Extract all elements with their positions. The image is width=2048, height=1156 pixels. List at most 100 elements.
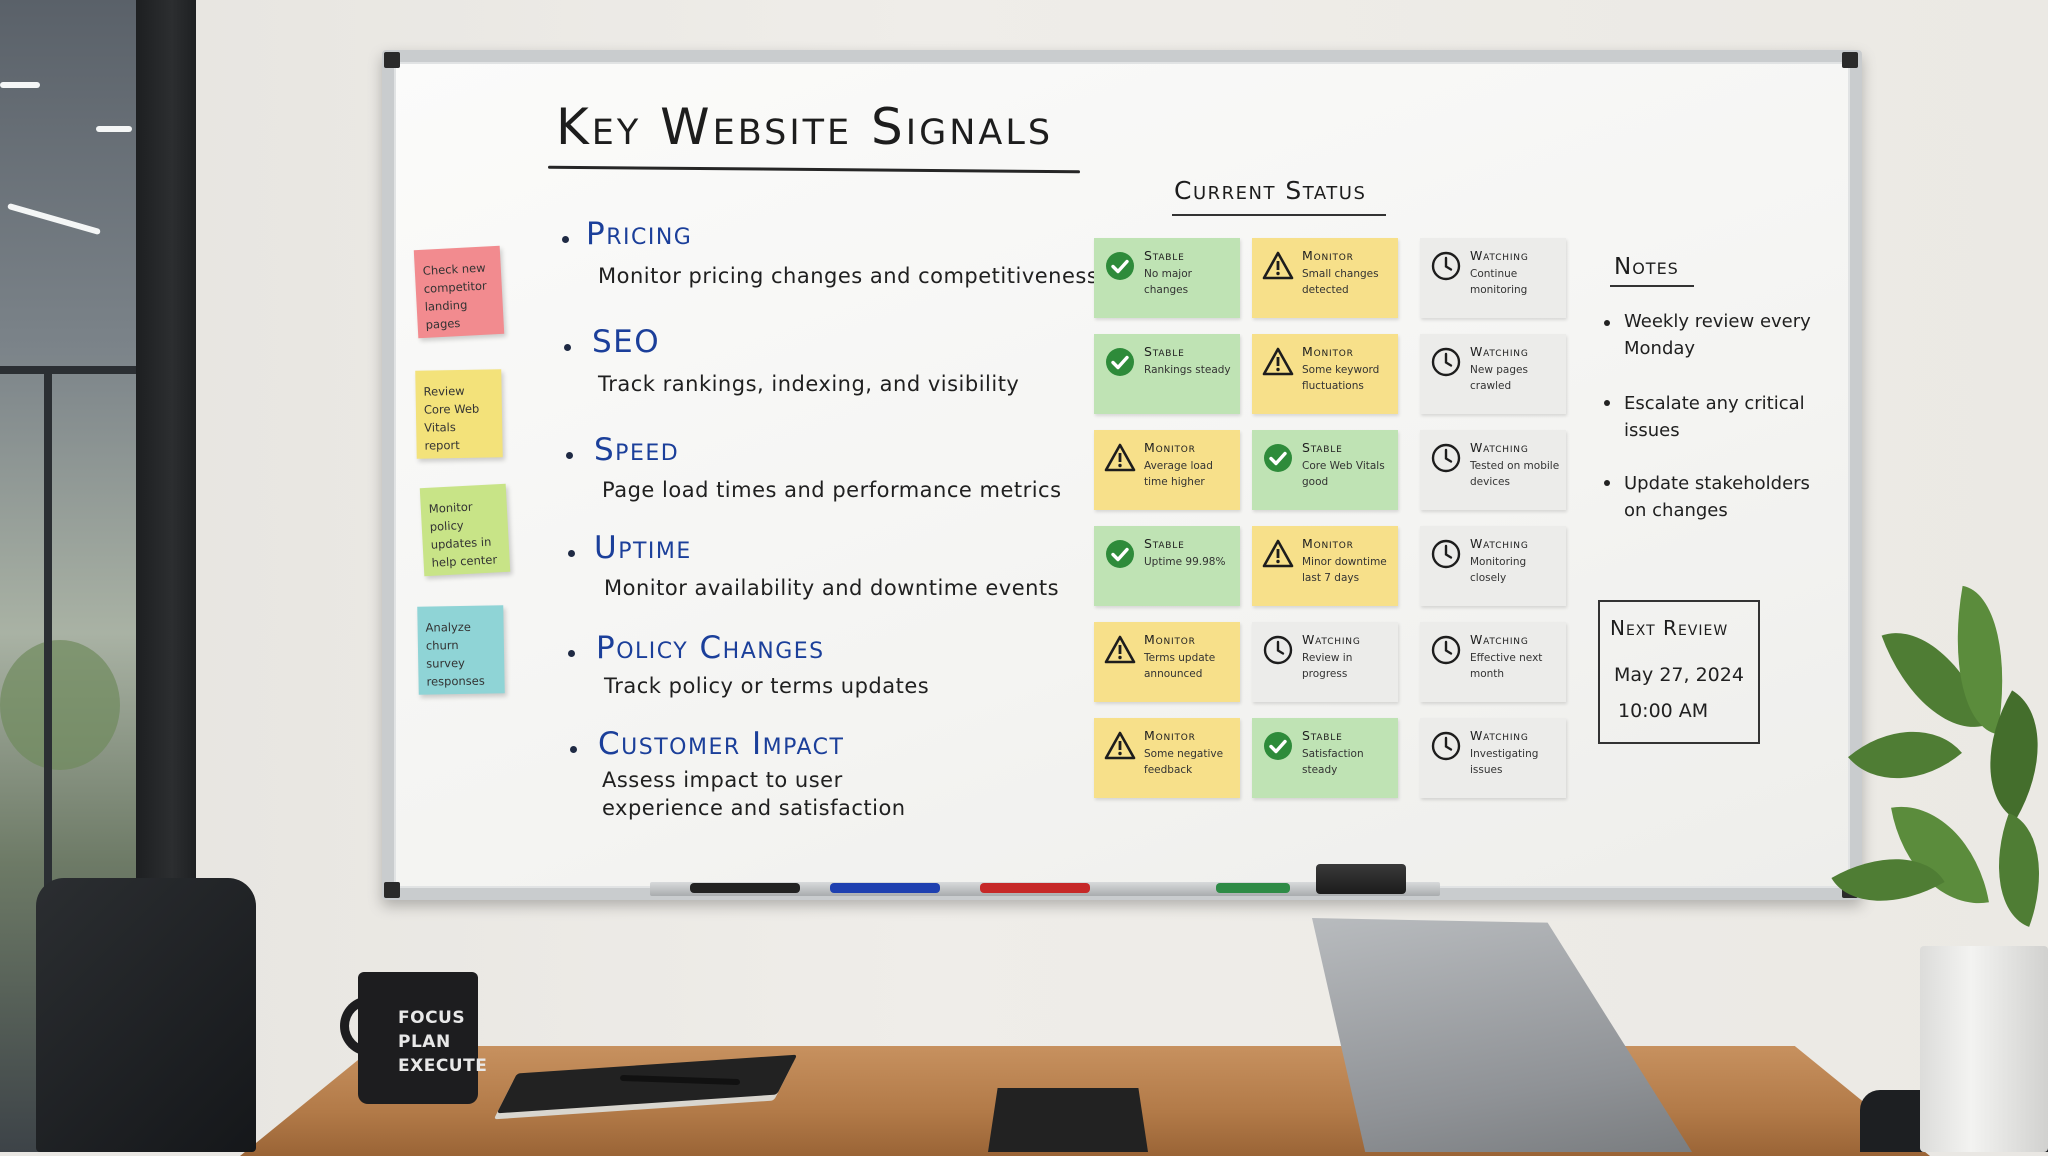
bullet — [562, 236, 569, 243]
signal-name: SEO — [592, 324, 661, 360]
next-review-heading: Next Review — [1610, 616, 1729, 640]
status-note: Some negative feedback — [1144, 748, 1224, 776]
signal-name: Pricing — [586, 216, 693, 252]
next-review-date: May 27, 2024 — [1614, 664, 1744, 686]
status-label: Stable — [1144, 344, 1185, 359]
sticky-note: Check new competitor landing pages — [413, 245, 505, 339]
bullet — [564, 344, 571, 351]
status-note: Minor downtime last 7 days — [1302, 556, 1387, 584]
status-label: Watching — [1302, 632, 1361, 647]
sticky-note: Monitor policy updates in help center — [419, 483, 511, 577]
status-label: Monitor — [1144, 728, 1196, 743]
status-label: Watching — [1470, 728, 1529, 743]
signal-desc: Track rankings, indexing, and visibility — [598, 372, 1020, 396]
next-review-box — [1598, 600, 1760, 744]
status-note: Investigating issues — [1470, 748, 1539, 776]
signal-desc: Assess impact to user experience and sat… — [602, 768, 906, 820]
plant-pot — [1920, 946, 2048, 1152]
status-note: Rankings steady — [1144, 364, 1231, 376]
status-note: Effective next month — [1470, 652, 1543, 680]
board-title: Key Website Signals — [556, 98, 1054, 156]
status-note: Core Web Vitals good — [1302, 460, 1385, 488]
signal-desc: Track policy or terms updates — [604, 674, 930, 698]
bullet — [1604, 480, 1610, 486]
status-heading: Current Status — [1174, 176, 1367, 205]
status-label: Stable — [1302, 728, 1343, 743]
bullet — [568, 650, 575, 657]
sticky-note: Analyze churn survey responses — [417, 605, 505, 695]
table-cable-box — [988, 1088, 1148, 1152]
status-label: Monitor — [1302, 344, 1354, 359]
bullet — [1604, 400, 1610, 406]
status-note: Review in progress — [1302, 652, 1353, 680]
status-label: Watching — [1470, 344, 1529, 359]
status-note: No major changes — [1144, 268, 1192, 296]
notes-heading: Notes — [1614, 254, 1679, 280]
note-item: Weekly review every Monday — [1624, 311, 1811, 359]
status-label: Monitor — [1302, 536, 1354, 551]
status-label: Stable — [1144, 248, 1185, 263]
marker[interactable] — [830, 883, 940, 893]
office-chair — [36, 878, 256, 1152]
signal-name: Policy Changes — [596, 630, 825, 666]
signal-name: Speed — [594, 432, 680, 468]
board-corner — [384, 52, 400, 68]
status-label: Monitor — [1302, 248, 1354, 263]
status-label: Monitor — [1144, 440, 1196, 455]
status-note: Continue monitoring — [1470, 268, 1528, 296]
mug-line: PLAN — [398, 1032, 451, 1052]
coffee-mug — [358, 972, 478, 1104]
marker[interactable] — [980, 883, 1090, 893]
bullet — [570, 746, 577, 753]
bullet — [1604, 320, 1610, 326]
status-note: Small changes detected — [1302, 268, 1379, 296]
bullet — [568, 550, 575, 557]
status-label: Stable — [1144, 536, 1185, 551]
mug-line: EXECUTE — [398, 1056, 488, 1076]
signal-desc: Page load times and performance metrics — [602, 478, 1062, 502]
status-note: Monitoring closely — [1470, 556, 1527, 584]
status-label: Watching — [1470, 632, 1529, 647]
status-label: Watching — [1470, 248, 1529, 263]
status-note: Some keyword fluctuations — [1302, 364, 1380, 392]
board-corner — [1842, 52, 1858, 68]
status-label: Monitor — [1144, 632, 1196, 647]
next-review-time: 10:00 AM — [1618, 700, 1709, 722]
board-corner — [384, 882, 400, 898]
mug-line: FOCUS — [398, 1008, 466, 1028]
signal-name: Customer Impact — [598, 726, 845, 762]
board-eraser[interactable] — [1316, 864, 1406, 894]
status-note: Uptime 99.98% — [1144, 556, 1226, 568]
status-note: Terms update announced — [1144, 652, 1216, 680]
status-note: Average load time higher — [1144, 460, 1213, 488]
mug-text: FOCUS PLAN EXECUTE — [398, 1006, 487, 1078]
status-label: Stable — [1302, 440, 1343, 455]
signal-desc: Monitor availability and downtime events — [604, 576, 1060, 600]
status-note: Tested on mobile devices — [1470, 460, 1560, 488]
marker[interactable] — [690, 883, 800, 893]
note-item: Update stakeholders on changes — [1624, 473, 1810, 521]
marker[interactable] — [1216, 883, 1290, 893]
bullet — [566, 452, 573, 459]
note-item: Escalate any critical issues — [1624, 393, 1805, 441]
status-note: Satisfaction steady — [1302, 748, 1364, 776]
status-label: Watching — [1470, 536, 1529, 551]
status-label: Watching — [1470, 440, 1529, 455]
status-note: New pages crawled — [1470, 364, 1528, 392]
signal-desc: Monitor pricing changes and competitiven… — [598, 264, 1099, 288]
